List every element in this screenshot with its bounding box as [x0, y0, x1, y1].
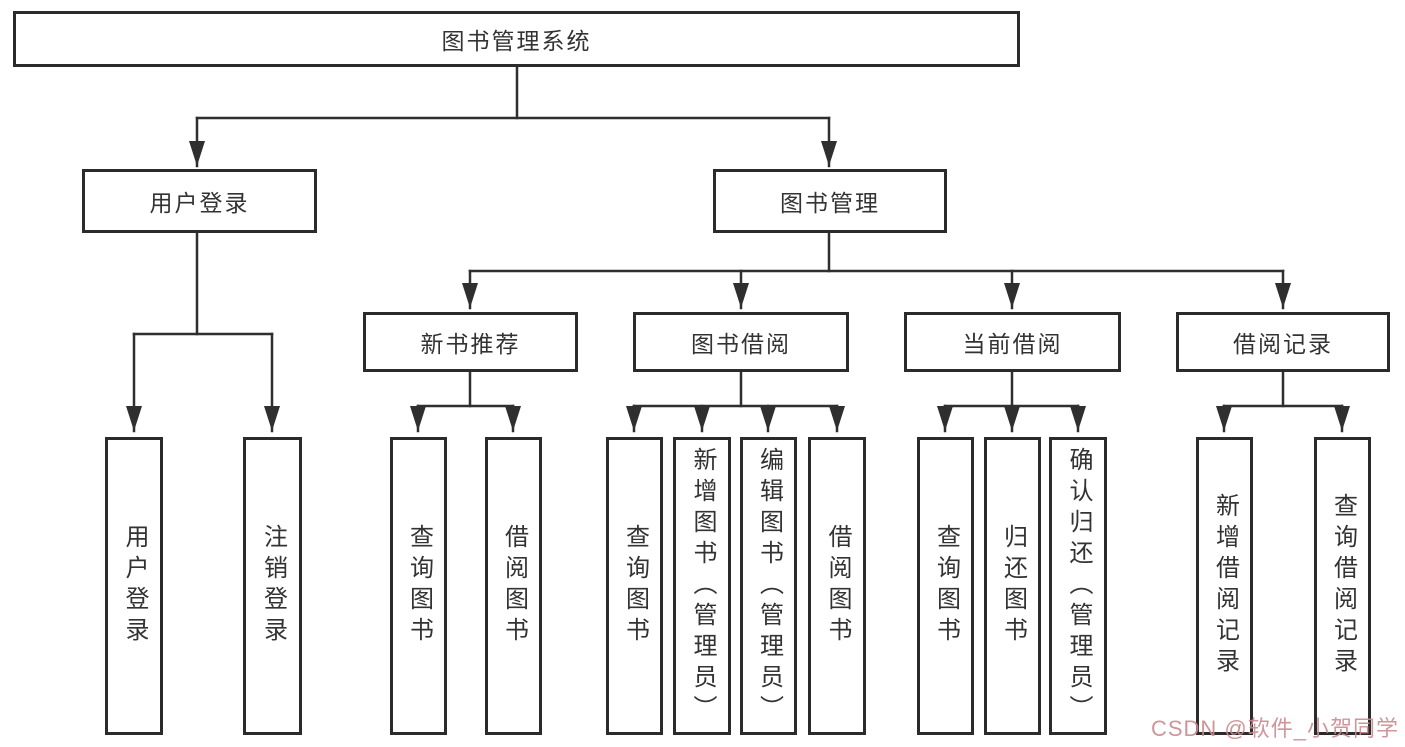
- node-book-borrowing: 图书借阅: [633, 312, 849, 372]
- node-edit-books-admin: 编辑图书（管理员）: [740, 437, 797, 735]
- node-query-books-recommend: 查询图书: [390, 437, 447, 735]
- node-query-borrow-record-label: 查询借阅记录: [1329, 493, 1357, 679]
- node-add-books-admin-label: 新增图书（管理员）: [689, 446, 716, 726]
- node-query-books-borrowing: 查询图书: [606, 437, 663, 735]
- node-query-borrow-record: 查询借阅记录: [1314, 437, 1371, 735]
- node-user-login-leaf: 用户登录: [105, 437, 163, 735]
- node-query-books-current-label: 查询图书: [932, 524, 960, 648]
- node-query-books-borrowing-label: 查询图书: [621, 524, 649, 648]
- csdn-watermark: CSDN @软件_小贺同学: [1150, 716, 1399, 741]
- node-library-system: 图书管理系统: [13, 11, 1020, 67]
- node-library-system-label: 图书管理系统: [441, 28, 592, 54]
- node-new-book-recommend-label: 新书推荐: [420, 331, 521, 357]
- node-query-books-current: 查询图书: [917, 437, 974, 735]
- node-query-books-recommend-label: 查询图书: [405, 524, 433, 648]
- node-borrow-records: 借阅记录: [1176, 312, 1390, 372]
- node-logout: 注销登录: [243, 437, 302, 735]
- node-book-borrowing-label: 图书借阅: [691, 331, 791, 357]
- node-confirm-return-admin-label: 确认归还（管理员）: [1065, 446, 1092, 726]
- node-book-management-label: 图书管理: [780, 190, 880, 216]
- node-borrow-books-recommend-label: 借阅图书: [500, 524, 528, 648]
- node-logout-label: 注销登录: [259, 524, 287, 648]
- node-user-login: 用户登录: [82, 169, 317, 233]
- node-new-book-recommend: 新书推荐: [363, 312, 578, 372]
- node-add-borrow-record-label: 新增借阅记录: [1211, 493, 1239, 679]
- node-user-login-leaf-label: 用户登录: [121, 524, 148, 648]
- node-edit-books-admin-label: 编辑图书（管理员）: [755, 446, 783, 726]
- node-add-books-admin: 新增图书（管理员）: [673, 437, 731, 735]
- node-borrow-books-label: 借阅图书: [824, 524, 851, 648]
- node-borrow-records-label: 借阅记录: [1233, 331, 1333, 357]
- node-current-borrowing: 当前借阅: [904, 312, 1121, 372]
- node-borrow-books-recommend: 借阅图书: [485, 437, 542, 735]
- node-return-books-label: 归还图书: [999, 524, 1027, 648]
- node-user-login-label: 用户登录: [149, 190, 250, 216]
- node-borrow-books: 借阅图书: [808, 437, 866, 735]
- node-add-borrow-record: 新增借阅记录: [1196, 437, 1253, 735]
- node-return-books: 归还图书: [984, 437, 1041, 735]
- node-confirm-return-admin: 确认归还（管理员）: [1049, 437, 1107, 735]
- node-current-borrowing-label: 当前借阅: [962, 331, 1063, 357]
- node-book-management: 图书管理: [713, 169, 947, 233]
